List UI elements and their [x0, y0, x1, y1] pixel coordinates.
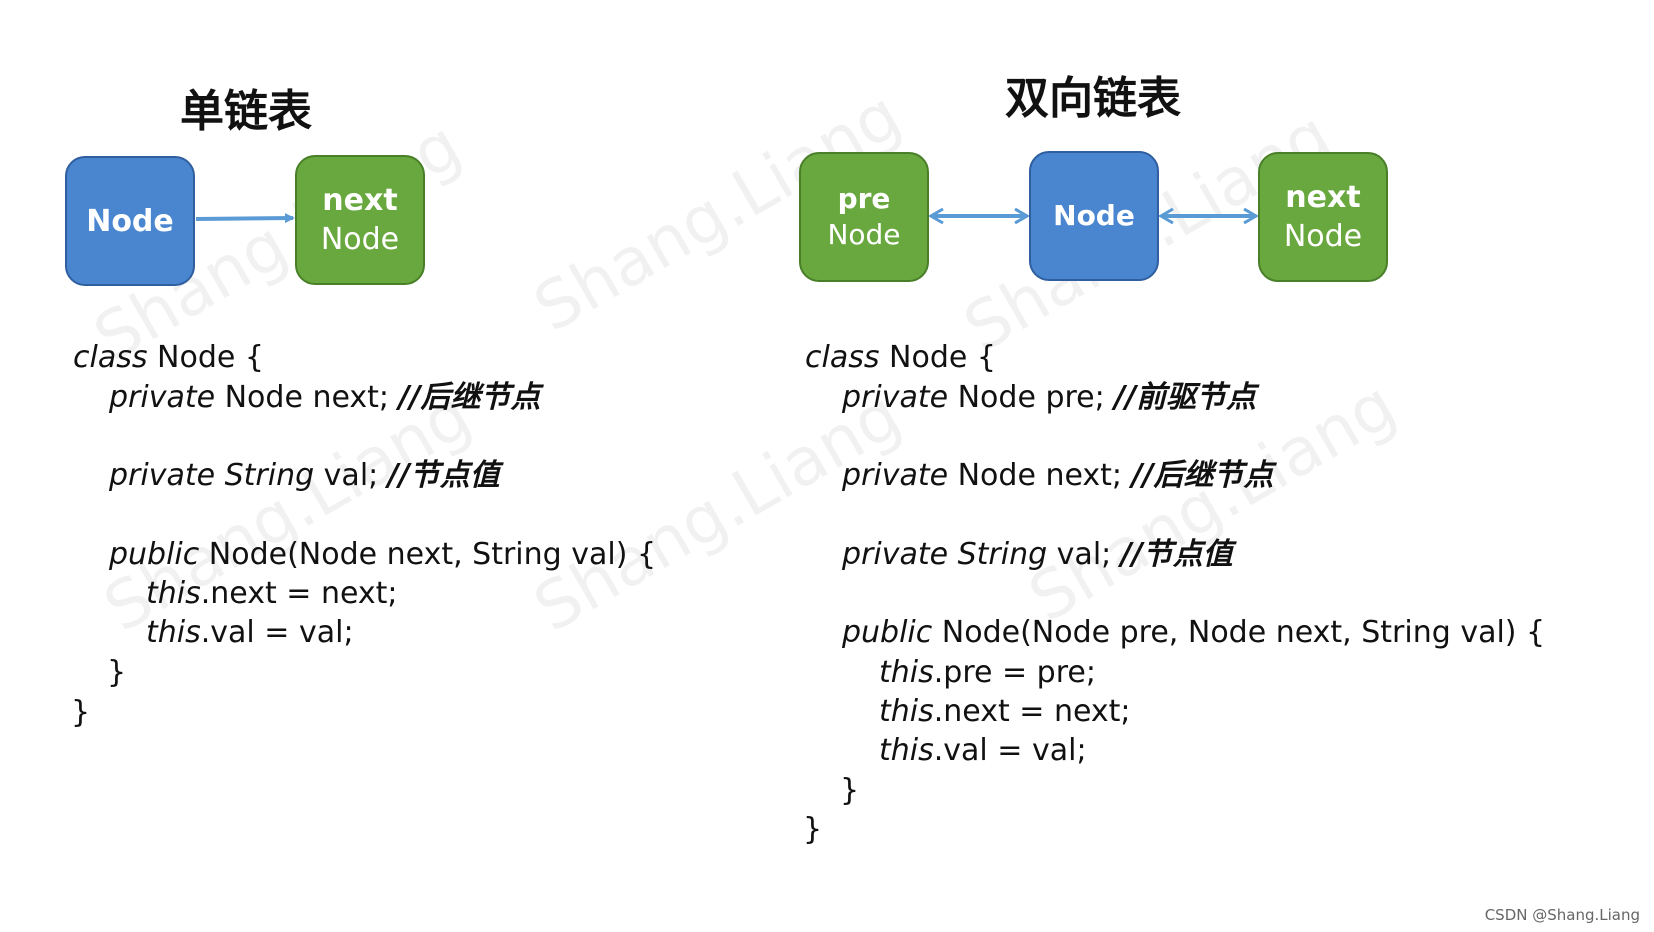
single-code-line-5: this.next = next;: [146, 576, 398, 612]
code-keyword: private: [842, 458, 949, 493]
code-comment: //后继节点: [398, 380, 541, 415]
double-code-line-2: private Node pre; //前驱节点: [842, 380, 1256, 416]
code-text: Node(Node pre, Node next, String val) {: [932, 615, 1546, 650]
watermark: Shang.Liang: [521, 376, 914, 647]
single-next-box: next Node: [295, 155, 425, 285]
double-code-line-8: this.val = val;: [879, 733, 1087, 769]
code-comment: //后继节点: [1131, 458, 1274, 493]
code-text: .val = val;: [200, 615, 354, 650]
double-code-line-7: this.next = next;: [879, 694, 1131, 730]
code-keyword: class: [805, 340, 880, 375]
source-credit: CSDN @Shang.Liang: [1484, 906, 1640, 924]
single-code-line-2: private Node next; //后继节点: [109, 380, 540, 416]
code-keyword: this: [146, 576, 201, 611]
double-pre-label-top: pre: [837, 181, 891, 215]
code-keyword: public: [842, 615, 933, 650]
code-keyword: this: [879, 655, 934, 690]
code-text: Node {: [879, 340, 996, 375]
single-list-title: 单链表: [180, 86, 312, 137]
code-keyword: private: [842, 380, 949, 415]
double-code-line-3: private Node next; //后继节点: [842, 458, 1273, 494]
code-text: val;: [1047, 537, 1121, 572]
single-code-line-3: private String val; //节点值: [109, 458, 500, 494]
single-code-line-7: }: [107, 655, 127, 690]
single-code-line-4: public Node(Node next, String val) {: [109, 537, 656, 573]
code-keyword: private String: [842, 537, 1048, 572]
single-node-label: Node: [86, 203, 174, 239]
single-node-box: Node: [65, 156, 195, 286]
code-keyword: this: [146, 615, 201, 650]
single-next-label-top: next: [322, 183, 398, 218]
single-code-line-1: class Node {: [73, 340, 264, 376]
double-next-box: next Node: [1258, 152, 1388, 282]
code-keyword: private: [109, 380, 216, 415]
code-comment: //节点值: [1120, 537, 1233, 572]
double-node-box: Node: [1029, 151, 1159, 281]
double-code-line-5: public Node(Node pre, Node next, String …: [842, 615, 1545, 651]
double-next-label-top: next: [1285, 180, 1361, 215]
double-next-label-bottom: Node: [1283, 219, 1363, 254]
code-text: Node pre;: [948, 380, 1115, 415]
code-text: Node next;: [948, 458, 1132, 493]
code-keyword: this: [879, 733, 934, 768]
single-code-line-6: this.val = val;: [146, 615, 354, 651]
code-keyword: private String: [109, 458, 315, 493]
single-next-label-bottom: Node: [320, 222, 400, 257]
code-keyword: public: [109, 537, 200, 572]
code-text: val;: [314, 458, 388, 493]
code-text: .val = val;: [933, 733, 1087, 768]
double-code-line-9: }: [840, 773, 860, 808]
code-text: .pre = pre;: [933, 655, 1096, 690]
code-text: Node next;: [215, 380, 399, 415]
single-next-arrow: [195, 213, 295, 224]
double-code-line-4: private String val; //节点值: [842, 537, 1233, 573]
code-keyword: class: [73, 340, 148, 375]
double-pre-box: pre Node: [799, 152, 929, 282]
double-code-line-1: class Node {: [805, 340, 996, 376]
code-comment: //节点值: [387, 458, 500, 493]
code-text: .next = next;: [200, 576, 398, 611]
double-code-line-6: this.pre = pre;: [879, 655, 1096, 691]
double-code-line-10: }: [803, 812, 823, 847]
code-text: Node {: [147, 340, 264, 375]
code-text: .next = next;: [933, 694, 1131, 729]
double-pre-label-bottom: Node: [827, 218, 901, 251]
single-code-line-8: }: [71, 695, 91, 730]
code-comment: //前驱节点: [1114, 380, 1257, 415]
double-node-label: Node: [1053, 198, 1135, 232]
double-list-title: 双向链表: [1005, 73, 1181, 124]
code-keyword: this: [879, 694, 934, 729]
code-text: Node(Node next, String val) {: [199, 537, 657, 572]
